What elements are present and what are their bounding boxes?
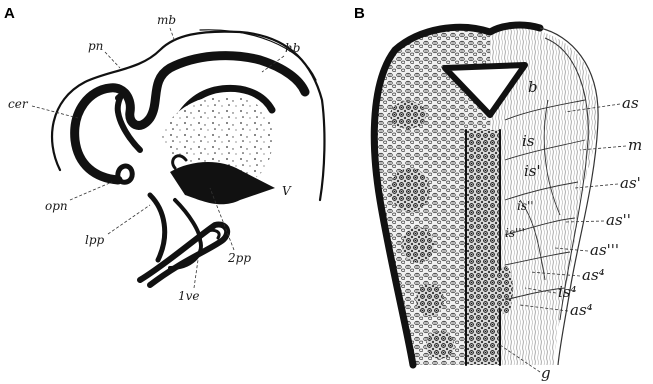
label-lpp: lpp — [85, 233, 105, 247]
label-b: b — [528, 78, 538, 96]
leader-lpp — [108, 205, 150, 234]
leader-1ve — [194, 260, 198, 288]
label-cer: cer — [8, 97, 29, 111]
leader-pn — [105, 52, 120, 68]
label-as4: as⁴ — [582, 266, 605, 284]
label-as2: as'' — [606, 211, 631, 229]
label-g: g — [541, 364, 551, 382]
label-as5: as⁴ — [570, 301, 593, 319]
label-mb: mb — [157, 13, 176, 27]
first-visceral-arch — [140, 225, 227, 285]
panel-a-letter: A — [4, 5, 15, 22]
label-2pp: 2pp — [227, 251, 251, 265]
panel-b: B — [354, 5, 642, 382]
label-as1: as' — [620, 174, 641, 192]
label-is3: is''' — [505, 226, 525, 240]
label-hb: hb — [285, 41, 300, 55]
panel-b-letter: B — [354, 5, 365, 22]
label-1ve: 1ve — [178, 289, 200, 303]
label-opn: opn — [45, 199, 68, 213]
label-v: V — [282, 184, 292, 198]
label-is: is — [522, 132, 535, 150]
panel-a: A mb pn hb cer opn lpp V 2pp — [4, 5, 324, 303]
label-is4: is⁴ — [558, 283, 577, 301]
pharyngeal-wall — [150, 195, 165, 260]
label-is2: is'' — [517, 199, 534, 213]
leader-opn — [70, 182, 112, 200]
label-as: as — [622, 94, 639, 112]
optic-stalk — [118, 166, 132, 182]
label-as3: as''' — [590, 241, 619, 259]
label-m: m — [628, 136, 642, 154]
notochord-column — [466, 130, 500, 365]
label-is1: is' — [524, 162, 541, 180]
label-pn: pn — [88, 39, 103, 53]
